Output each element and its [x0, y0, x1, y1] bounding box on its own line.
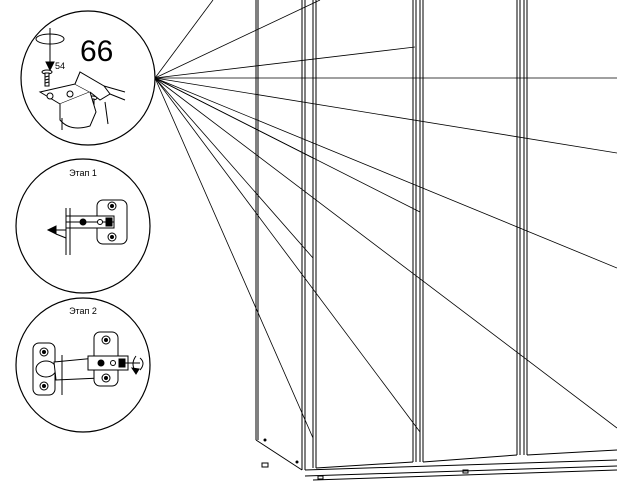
count-label: 66 [80, 35, 113, 68]
hinge-icon [65, 199, 128, 245]
detail-circle-top: 66 54 [20, 10, 156, 146]
hinge-plate-icon [38, 71, 126, 130]
wardrobe-cabinet [255, 0, 617, 481]
step2-label: Этап 2 [69, 306, 97, 316]
rotate-arrow-icon [35, 28, 65, 72]
hinge-cup-icon [32, 342, 57, 396]
screw-size-label: 54 [55, 61, 65, 71]
mounting-plate-icon [87, 331, 129, 387]
door-panel-3 [523, 0, 617, 456]
door-panel-2 [419, 0, 521, 463]
screwdriver-rotate-icon [125, 355, 144, 375]
screw-icon [41, 69, 53, 87]
cabinet-wall-icon [46, 208, 71, 255]
leader-lines [154, 0, 617, 439]
side-panel [255, 0, 306, 471]
detail-circle-step2: Этап 2 [15, 297, 151, 433]
detail-circle-step1: Этап 1 [15, 158, 151, 294]
plinth [304, 459, 617, 481]
step1-label: Этап 1 [69, 168, 97, 178]
door-panel-1 [312, 0, 417, 469]
